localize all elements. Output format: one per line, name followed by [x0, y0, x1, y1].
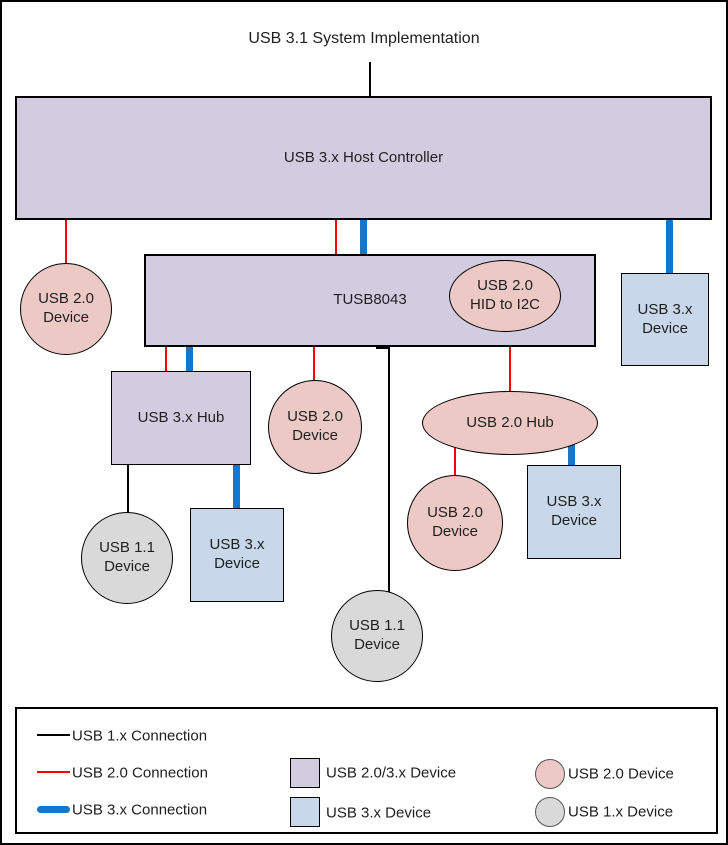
usb3-device-label: USB 3.x Device: [637, 300, 693, 337]
usb3-connection-line: [360, 217, 367, 257]
usb11-device-circle-left: USB 1.1 Device: [81, 512, 173, 604]
usb3-device-box-under-hub3: USB 3.x Device: [190, 508, 284, 602]
usb11-device-label: USB 1.1 Device: [349, 617, 405, 653]
usb2-connection-line: [335, 220, 337, 255]
usb2-device-label: USB 2.0 Device: [38, 290, 94, 326]
usb3-device-box-under-hub2: USB 3.x Device: [527, 465, 621, 559]
diagram-title: USB 3.1 System Implementation: [248, 30, 480, 47]
usb1-connection-line: [388, 347, 390, 592]
usb3-hub-box: USB 3.x Hub: [111, 371, 251, 465]
usb1-connection-line: [127, 465, 129, 514]
usb2-device-circle-left: USB 2.0 Device: [20, 263, 112, 355]
usb2-hub-label: USB 2.0 Hub: [466, 413, 554, 431]
usb3-host-controller-box: USB 3.x Host Controller: [15, 96, 712, 220]
usb2-device-label: USB 2.0 Device: [427, 504, 483, 540]
usb3-device-label: USB 3.x Device: [546, 493, 602, 529]
usb2-device-swatch: [535, 759, 565, 789]
usb2-connection-line: [65, 220, 67, 264]
legend-label: USB 2.0 Device: [568, 765, 674, 783]
tusb8043-label: TUSB8043: [333, 291, 407, 309]
usb2-line-swatch: [37, 771, 70, 773]
usb2-connection-line: [165, 347, 167, 373]
usb3-device-box-right: USB 3.x Device: [621, 273, 709, 366]
usb1-device-swatch: [535, 797, 565, 827]
usb2-connection-line: [509, 347, 511, 393]
usb2-hub-ellipse: USB 2.0 Hub: [422, 391, 598, 455]
legend-label: USB 2.0 Connection: [72, 764, 208, 782]
legend-label: USB 1.x Device: [568, 803, 674, 821]
usb2-hid-to-i2c-label: USB 2.0 HID to I2C: [469, 277, 541, 313]
usb2-3x-device-swatch: [290, 758, 320, 788]
usb3-connection-line: [568, 440, 575, 469]
usb2-device-label: USB 2.0 Device: [287, 408, 343, 444]
usb2-hid-to-i2c-ellipse: USB 2.0 HID to I2C: [449, 260, 561, 332]
usb1-line-swatch: [37, 734, 70, 736]
legend-label: USB 1.x Connection: [72, 727, 208, 745]
usb3-device-swatch: [290, 797, 320, 827]
usb3-device-label: USB 3.x Device: [209, 536, 265, 572]
usb2-connection-line: [454, 446, 456, 477]
usb3-connection-line: [186, 344, 193, 374]
usb11-device-circle-bottom: USB 1.1 Device: [331, 590, 423, 682]
usb3-connection-line: [233, 462, 240, 512]
legend-label: USB 3.x Connection: [72, 801, 208, 819]
usb1-connection-line: [376, 347, 390, 349]
usb11-device-label: USB 1.1 Device: [99, 539, 155, 575]
legend-label: USB 2.0/3.x Device: [326, 764, 457, 782]
usb2-connection-line: [313, 347, 315, 382]
usb2-device-circle-mid: USB 2.0 Device: [268, 380, 362, 474]
usb3-line-swatch: [37, 806, 70, 813]
legend-label: USB 3.x Device: [326, 804, 432, 822]
legend-box: USB 1.x Connection USB 2.0 Connection US…: [15, 707, 718, 834]
title-connector-line: [369, 62, 371, 96]
usb2-device-circle-under-hub2: USB 2.0 Device: [407, 475, 503, 571]
usb3-host-controller-label: USB 3.x Host Controller: [283, 148, 444, 166]
usb3-hub-label: USB 3.x Hub: [137, 408, 225, 426]
usb3-connection-line: [666, 218, 673, 277]
